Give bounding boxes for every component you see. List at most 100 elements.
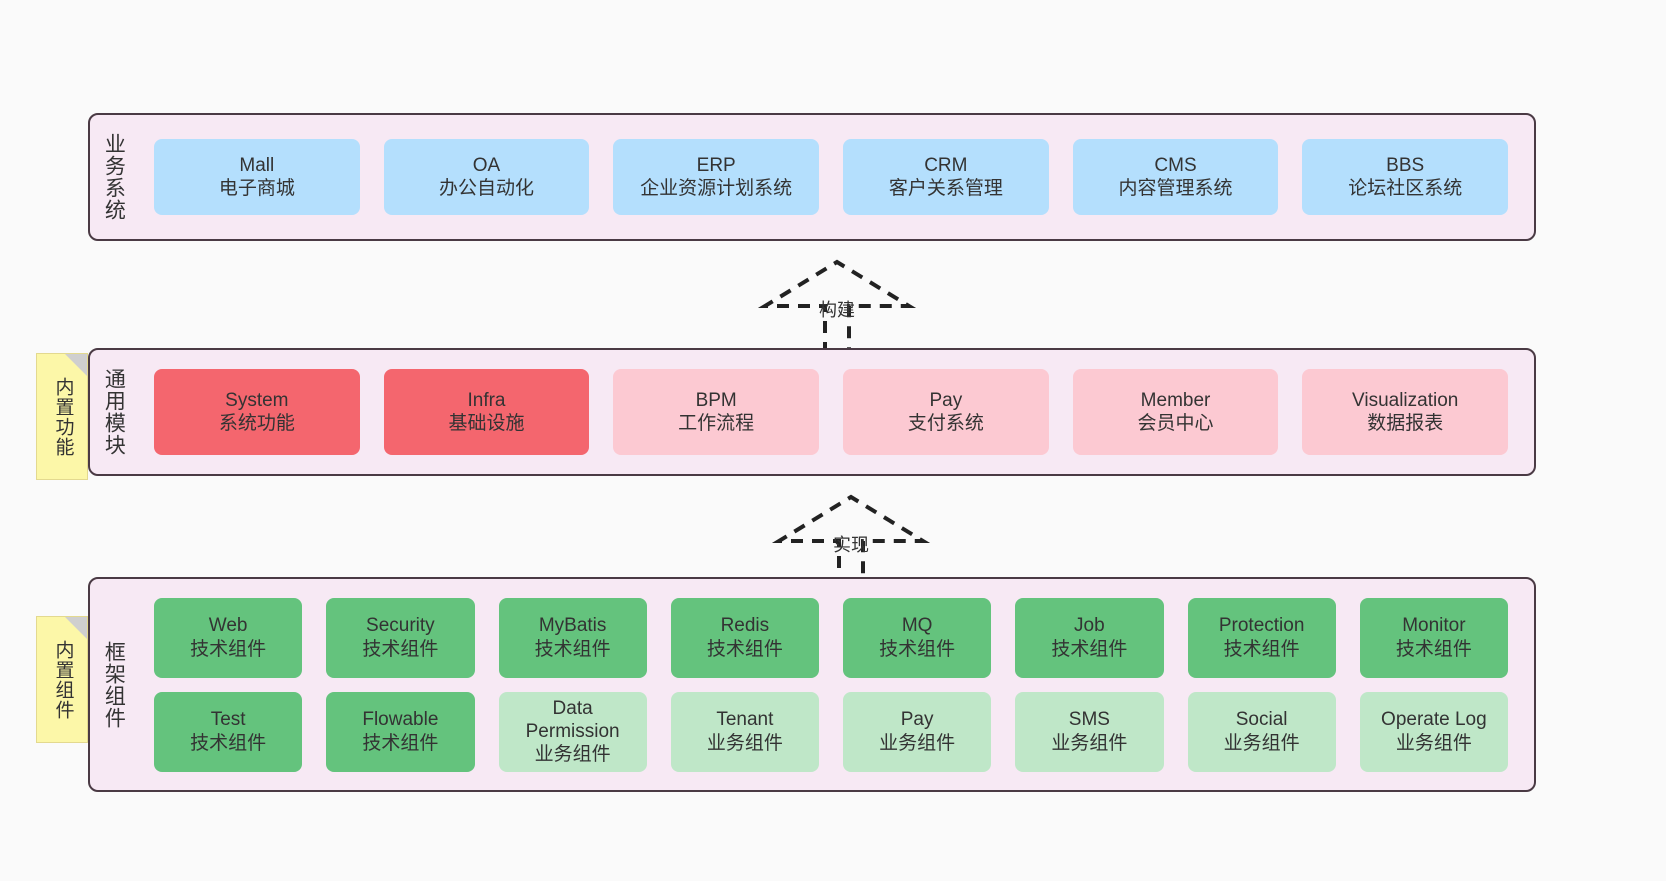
card-oa-title: OA (472, 154, 501, 176)
framework-card-row-1: Web 技术组件 Security 技术组件 MyBatis 技术组件 Redi… (142, 597, 1520, 678)
card-flowable-subtitle: 技术组件 (362, 732, 439, 754)
card-operate-log[interactable]: Operate Log 业务组件 (1359, 691, 1508, 772)
card-crm-subtitle: 客户关系管理 (888, 178, 1003, 199)
card-system-title: System (225, 389, 289, 411)
card-social-title: Social (1235, 709, 1288, 731)
card-mybatis[interactable]: MyBatis 技术组件 (498, 597, 647, 678)
connector-implement-label: 实现 (833, 535, 869, 555)
note-builtin-component[interactable]: 内置组件 (36, 616, 88, 743)
card-crm-title: CRM (924, 154, 968, 176)
card-social-subtitle: 业务组件 (1223, 732, 1300, 754)
card-cms-subtitle: 内容管理系统 (1118, 178, 1233, 199)
card-monitor-subtitle: 技术组件 (1395, 638, 1472, 660)
card-crm[interactable]: CRM 客户关系管理 (843, 139, 1049, 215)
card-sms-subtitle: 业务组件 (1051, 732, 1128, 754)
card-bbs-subtitle: 论坛社区系统 (1348, 178, 1463, 199)
card-monitor-title: Monitor (1402, 615, 1466, 637)
card-web[interactable]: Web 技术组件 (154, 597, 303, 678)
card-flowable-title: Flowable (362, 709, 439, 731)
card-mq[interactable]: MQ 技术组件 (843, 597, 992, 678)
card-mq-title: MQ (901, 615, 933, 637)
card-cms[interactable]: CMS 内容管理系统 (1072, 139, 1279, 215)
card-mall[interactable]: Mall 电子商城 (154, 139, 360, 215)
layer-body-business: Mall 电子商城 OA 办公自动化 ERP 企业资源计划系统 CRM 客户关系… (136, 115, 1534, 239)
card-protection-title: Protection (1218, 615, 1305, 637)
card-data-permission-subtitle: 业务组件 (534, 744, 611, 766)
card-mybatis-title: MyBatis (538, 615, 607, 637)
card-flowable[interactable]: Flowable 技术组件 (326, 691, 475, 772)
card-test-title: Test (210, 709, 246, 731)
module-card-row: System 系统功能 Infra 基础设施 BPM 工作流程 Pay 支付系统… (142, 369, 1520, 455)
card-sms[interactable]: SMS 业务组件 (1015, 691, 1164, 772)
card-security-subtitle: 技术组件 (362, 638, 439, 660)
card-protection[interactable]: Protection 技术组件 (1187, 597, 1336, 678)
card-bpm-subtitle: 工作流程 (678, 413, 755, 434)
layer-body-module: System 系统功能 Infra 基础设施 BPM 工作流程 Pay 支付系统… (136, 350, 1534, 474)
connector-build: 构建 (757, 258, 917, 354)
card-tenant-title: Tenant (716, 709, 774, 731)
layer-title-framework: 框架组件 (102, 640, 126, 729)
note-builtin-function[interactable]: 内置功能 (36, 353, 88, 480)
card-web-title: Web (208, 615, 248, 637)
card-web-subtitle: 技术组件 (190, 638, 267, 660)
card-pay-component-title: Pay (900, 709, 934, 731)
card-cms-title: CMS (1154, 154, 1197, 176)
card-system[interactable]: System 系统功能 (154, 369, 360, 455)
card-system-subtitle: 系统功能 (218, 413, 295, 434)
layer-title-business: 业务系统 (102, 133, 126, 221)
card-job[interactable]: Job 技术组件 (1015, 597, 1164, 678)
card-test-subtitle: 技术组件 (190, 732, 267, 754)
note-fold-corner-icon (65, 354, 87, 376)
card-pay-component[interactable]: Pay 业务组件 (843, 691, 992, 772)
card-infra-title: Infra (467, 389, 506, 411)
card-mall-title: Mall (239, 154, 275, 176)
card-visualization-title: Visualization (1352, 389, 1459, 411)
card-visualization[interactable]: Visualization 数据报表 (1302, 369, 1509, 455)
connector-implement: 实现 (771, 493, 931, 589)
card-infra[interactable]: Infra 基础设施 (383, 369, 590, 455)
card-job-subtitle: 技术组件 (1051, 638, 1128, 660)
card-pay-module-title: Pay (929, 389, 963, 411)
dashed-up-arrow-icon (771, 494, 931, 589)
card-data-permission[interactable]: Data Permission 业务组件 (498, 691, 647, 772)
note-builtin-component-label: 内置组件 (52, 639, 74, 720)
connector-build-label: 构建 (819, 300, 855, 320)
card-redis[interactable]: Redis 技术组件 (670, 597, 819, 678)
card-pay-component-subtitle: 业务组件 (879, 732, 956, 754)
card-bpm[interactable]: BPM 工作流程 (613, 369, 820, 455)
card-data-permission-title: Data Permission (525, 697, 620, 742)
note-builtin-function-label: 内置功能 (52, 376, 74, 457)
card-operate-log-title: Operate Log (1381, 709, 1487, 731)
dashed-up-arrow-icon (757, 259, 917, 354)
card-security-title: Security (366, 615, 435, 637)
card-pay-module-subtitle: 支付系统 (907, 413, 984, 434)
card-mall-subtitle: 电子商城 (218, 178, 295, 199)
card-member[interactable]: Member 会员中心 (1072, 369, 1279, 455)
layer-framework-component[interactable]: 框架组件 Web 技术组件 Security 技术组件 MyBatis 技术组件… (88, 577, 1536, 792)
card-erp[interactable]: ERP 企业资源计划系统 (613, 139, 820, 215)
card-oa[interactable]: OA 办公自动化 (383, 139, 590, 215)
layer-title-module: 通用模块 (102, 368, 126, 456)
card-bpm-title: BPM (695, 389, 737, 411)
card-visualization-subtitle: 数据报表 (1367, 413, 1444, 434)
card-erp-subtitle: 企业资源计划系统 (640, 178, 793, 199)
card-sms-title: SMS (1068, 709, 1110, 731)
card-test[interactable]: Test 技术组件 (154, 691, 303, 772)
card-mybatis-subtitle: 技术组件 (534, 638, 611, 660)
card-bbs[interactable]: BBS 论坛社区系统 (1302, 139, 1509, 215)
card-security[interactable]: Security 技术组件 (326, 597, 475, 678)
card-tenant-subtitle: 业务组件 (706, 732, 783, 754)
card-social[interactable]: Social 业务组件 (1187, 691, 1336, 772)
layer-common-module[interactable]: 通用模块 System 系统功能 Infra 基础设施 BPM 工作流程 Pay (88, 348, 1536, 476)
business-card-row: Mall 电子商城 OA 办公自动化 ERP 企业资源计划系统 CRM 客户关系… (142, 139, 1520, 215)
card-pay-module[interactable]: Pay 支付系统 (843, 369, 1049, 455)
card-redis-title: Redis (720, 615, 770, 637)
layer-business-system[interactable]: 业务系统 Mall 电子商城 OA 办公自动化 ERP 企业资源计划系统 CRM (88, 113, 1536, 241)
note-fold-corner-icon (65, 617, 87, 639)
card-mq-subtitle: 技术组件 (879, 638, 956, 660)
card-tenant[interactable]: Tenant 业务组件 (670, 691, 819, 772)
card-bbs-title: BBS (1386, 154, 1425, 176)
card-infra-subtitle: 基础设施 (448, 413, 525, 434)
card-monitor[interactable]: Monitor 技术组件 (1359, 597, 1508, 678)
